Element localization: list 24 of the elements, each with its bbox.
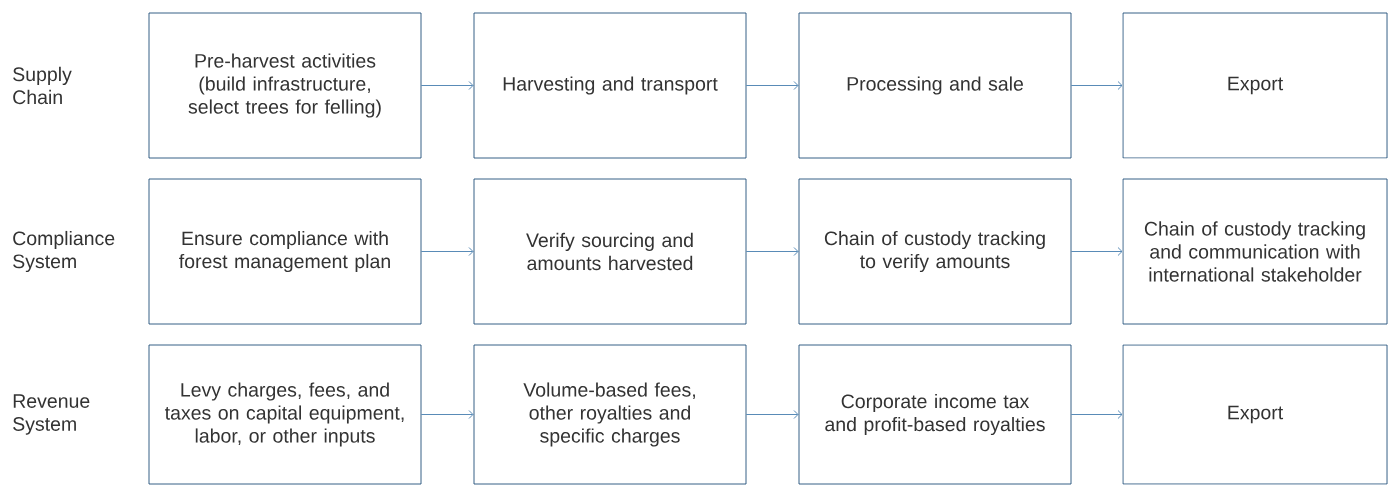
process-box: Pre-harvest activities (build infrastructure, select trees for felling) [148,12,422,159]
arrow [1071,81,1123,90]
process-box: Export [1122,12,1388,159]
process-box: Export [1122,344,1388,485]
arrow [746,81,799,90]
arrow [421,410,474,419]
arrow [1071,410,1123,419]
arrow [1071,247,1123,256]
row-label: Revenue System [13,394,90,435]
arrow [421,247,474,256]
process-box: Processing and sale [798,12,1072,159]
process-box: Chain of custody tracking and communication with international stakeholder [1122,178,1388,325]
process-box: Corporate income tax and profit-based royalties [798,344,1072,485]
process-box: Ensure compliance with forest management plan [148,178,422,325]
process-box: Volume-based fees, other royalties and specific charges [473,344,747,485]
arrow [746,410,799,419]
process-box: Chain of custody tracking to verify amounts [798,178,1072,325]
row-label: Compliance System [13,230,115,273]
arrow [746,247,799,256]
process-box: Verify sourcing and amounts harvested [473,178,747,325]
row-label: Supply Chain [13,66,72,105]
process-box: Levy charges, fees, and taxes on capital equipment, labor, or other inputs [148,344,422,485]
arrow [421,81,474,90]
process-box: Harvesting and transport [473,12,747,159]
